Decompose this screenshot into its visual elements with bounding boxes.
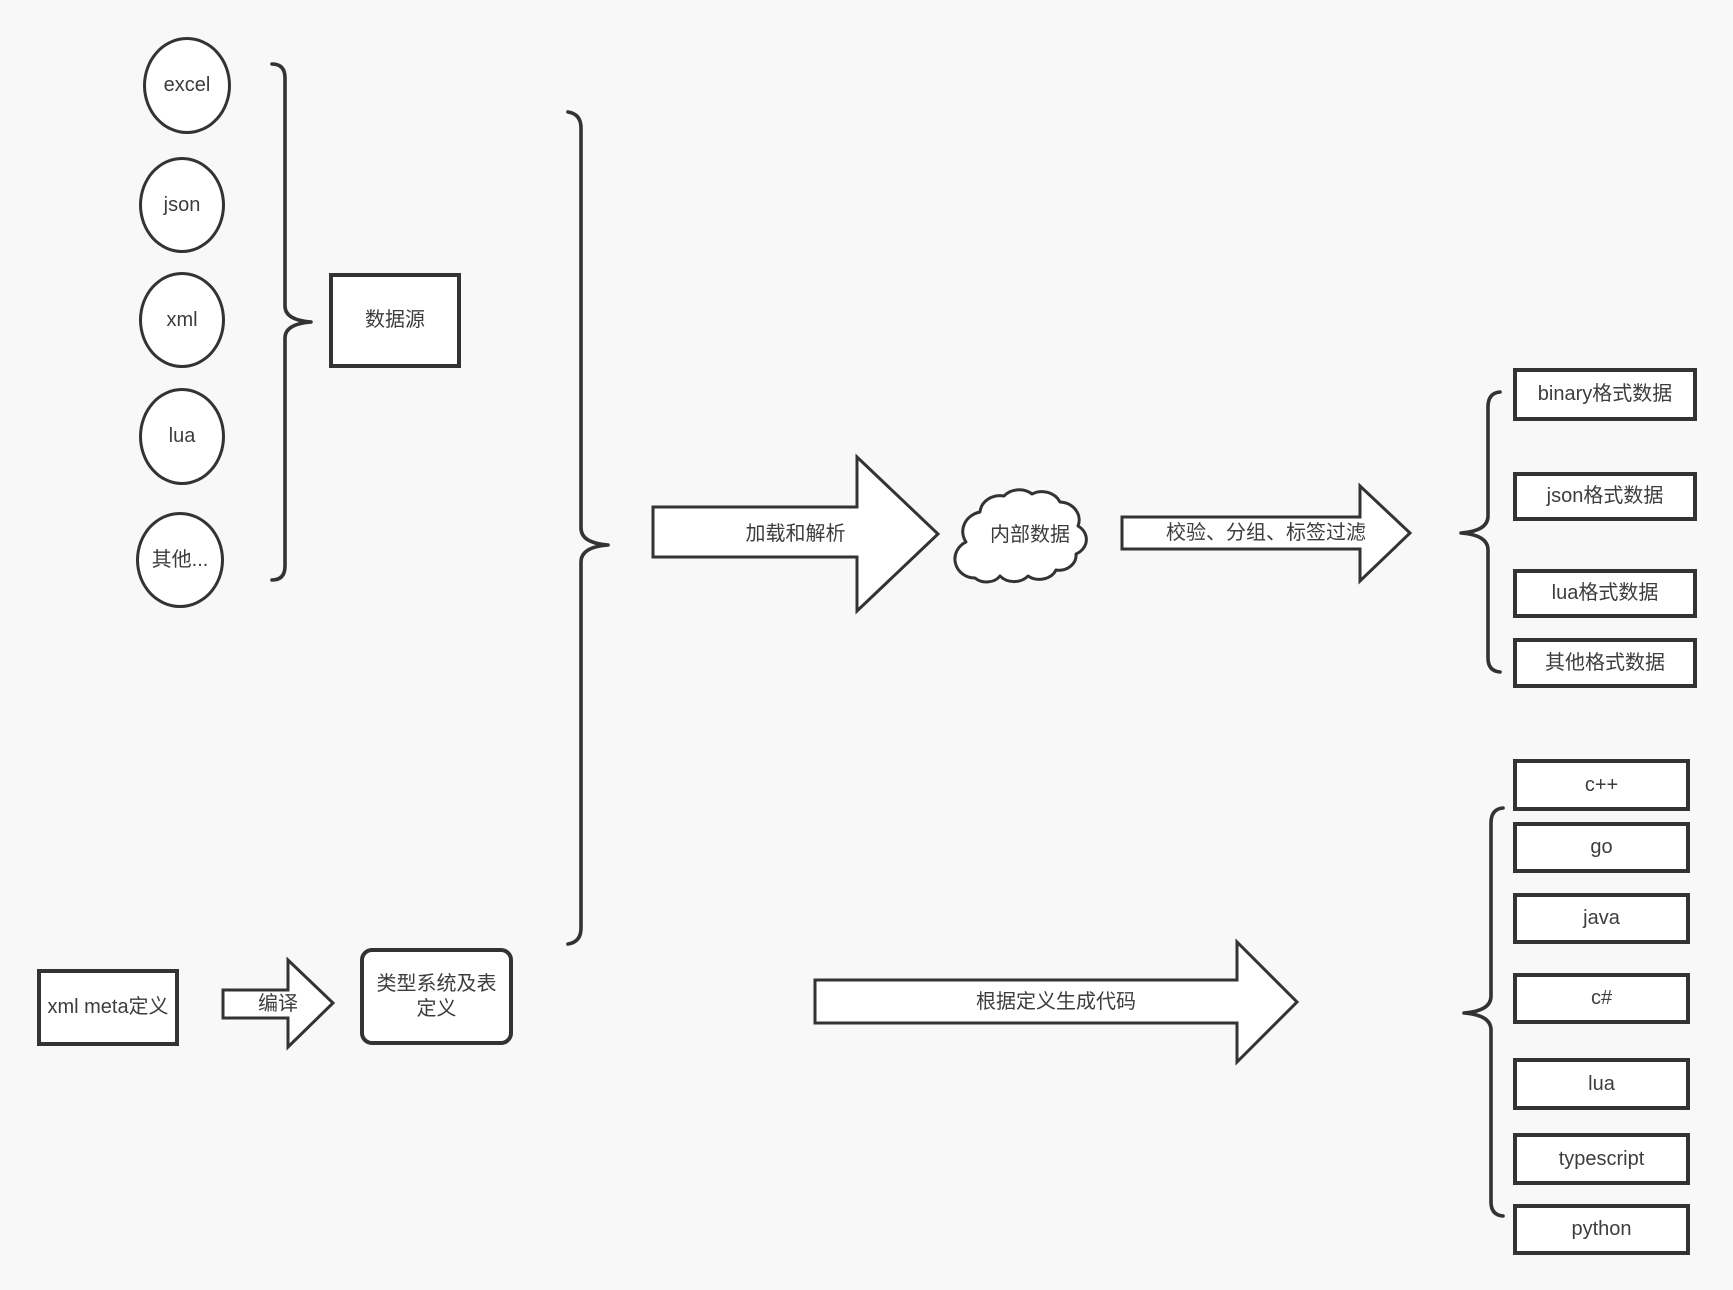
language-box-lua-label: lua [1588,1072,1615,1095]
load-parse-arrow [651,453,941,615]
format-box-binary-label: binary格式数据 [1537,383,1673,405]
codegen-arrow-label: 根据定义生成代码 [976,991,1136,1013]
format-box-lua: lua格式数据 [1513,569,1697,618]
data-source-box-label: 数据源 [365,309,425,331]
source-node-lua: lua [139,388,225,485]
compile-arrow [221,956,336,1051]
language-box-cpp-label: c++ [1584,773,1619,796]
language-box-typescript-label: typescript [1558,1147,1645,1170]
data-source-box: 数据源 [329,273,461,368]
language-box-go-label: go [1590,836,1613,858]
main-brace [566,110,610,946]
sources-brace [270,62,313,582]
filter-arrow [1120,482,1413,585]
format-box-json: json格式数据 [1513,472,1697,521]
xml-meta-box: xml meta定义 [37,969,179,1046]
xml-meta-box-label: xml meta定义 [47,996,169,1018]
internal-data-cloud [953,488,1088,584]
filter-arrow-label: 校验、分组、标签过滤 [1166,522,1366,544]
source-node-excel-label: excel [163,74,211,96]
codegen-arrow [813,938,1300,1066]
internal-data-label: 内部数据 [990,524,1070,546]
load-parse-arrow-label: 加载和解析 [745,523,846,545]
formats-brace [1459,390,1502,674]
source-node-lua-label: lua [168,425,196,447]
type-system-box-label: 类型系统及表定义 [376,972,497,1020]
language-box-go: go [1513,822,1690,873]
format-box-binary: binary格式数据 [1513,368,1697,421]
format-box-other: 其他格式数据 [1513,638,1697,688]
language-box-csharp-label: c# [1590,987,1613,1009]
language-box-csharp: c# [1513,973,1690,1024]
source-node-xml: xml [139,272,225,368]
source-node-other: 其他... [136,512,224,608]
language-box-typescript: typescript [1513,1133,1690,1185]
language-box-java-label: java [1583,907,1620,929]
languages-brace [1462,806,1505,1218]
source-node-json: json [139,157,225,253]
language-box-python-label: python [1571,1218,1632,1240]
format-box-lua-label: lua格式数据 [1551,582,1659,604]
source-node-excel: excel [143,37,231,134]
source-node-other-label: 其他... [151,548,209,571]
source-node-json-label: json [163,193,201,216]
source-node-xml-label: xml [166,308,198,331]
format-box-other-label: 其他格式数据 [1545,651,1665,674]
language-box-cpp: c++ [1513,759,1690,811]
compile-arrow-label: 编译 [258,993,298,1015]
language-box-lua: lua [1513,1058,1690,1110]
language-box-java: java [1513,893,1690,944]
format-box-json-label: json格式数据 [1546,485,1664,507]
language-box-python: python [1513,1204,1690,1255]
type-system-box: 类型系统及表定义 [360,948,513,1045]
